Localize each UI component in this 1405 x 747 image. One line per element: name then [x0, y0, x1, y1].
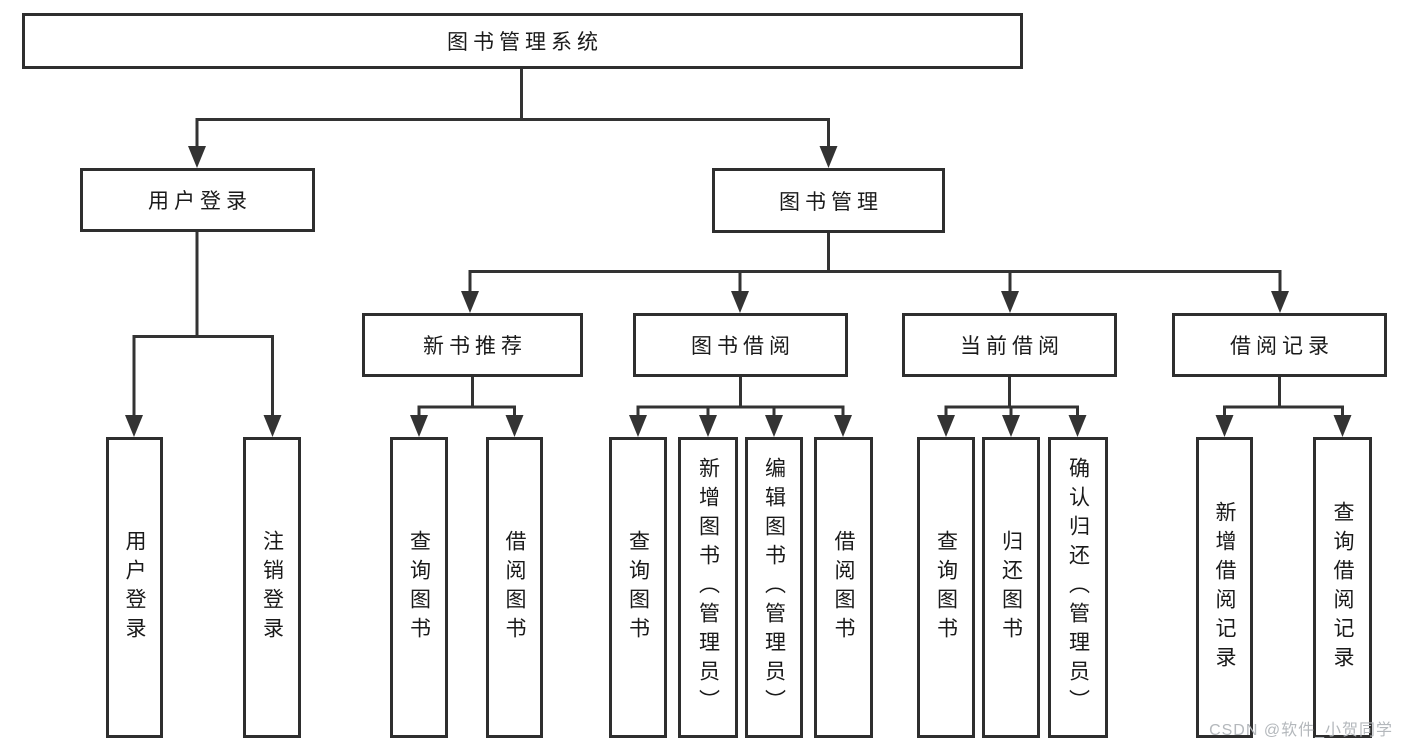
- node-current-borrow: 当前借阅: [902, 313, 1117, 377]
- node-label: 图书管理系统: [447, 31, 603, 54]
- node-borrow-records: 借阅记录: [1172, 313, 1387, 377]
- arrowhead-icon: [937, 415, 955, 437]
- node-leaf-return-books: 归还图书: [982, 437, 1040, 738]
- node-new-book-recommend: 新书推荐: [362, 313, 583, 377]
- node-label: 图书借阅: [691, 335, 795, 358]
- node-leaf-confirm-return-admin: 确认归还（管理员）: [1048, 437, 1108, 738]
- node-label: 新增图书（管理员）: [696, 457, 720, 718]
- node-leaf-logout: 注销登录: [243, 437, 301, 738]
- node-label: 用户登录: [148, 190, 252, 213]
- arrowhead-icon: [731, 291, 749, 313]
- connector-borrow-records-to-leaves: [1215, 376, 1352, 437]
- node-leaf-query-borrow-record: 查询借阅记录: [1313, 437, 1372, 738]
- node-label: 查询借阅记录: [1331, 500, 1354, 675]
- connector-root-to-level2: [188, 67, 838, 168]
- node-label: 新书推荐: [423, 335, 527, 358]
- arrowhead-icon: [1001, 291, 1019, 313]
- node-label: 用户登录: [123, 529, 146, 646]
- arrowhead-icon: [505, 415, 524, 437]
- arrowhead-icon: [834, 415, 852, 437]
- node-label: 编辑图书（管理员）: [762, 457, 786, 718]
- node-leaf-edit-books-admin: 编辑图书（管理员）: [745, 437, 803, 738]
- csdn-watermark: CSDN @软件_小贺同学: [1209, 722, 1393, 739]
- arrowhead-icon: [461, 291, 479, 313]
- node-leaf-borrow-books-2: 借阅图书: [814, 437, 873, 738]
- connector-book-mgmt-to-level3: [461, 232, 1289, 313]
- node-leaf-user-login: 用户登录: [106, 437, 163, 738]
- arrowhead-icon: [1333, 415, 1352, 437]
- arrowhead-icon: [188, 146, 206, 168]
- node-label: 确认归还（管理员）: [1066, 457, 1090, 718]
- node-leaf-add-books-admin: 新增图书（管理员）: [678, 437, 738, 738]
- node-leaf-query-books-2: 查询图书: [609, 437, 667, 738]
- node-leaf-query-books-1: 查询图书: [390, 437, 448, 738]
- node-book-borrow: 图书借阅: [633, 313, 848, 377]
- arrowhead-icon: [125, 415, 143, 437]
- arrowhead-icon: [1068, 415, 1087, 437]
- arrowhead-icon: [1002, 415, 1020, 437]
- arrowhead-icon: [699, 415, 717, 437]
- arrowhead-icon: [1215, 415, 1234, 437]
- node-leaf-query-books-3: 查询图书: [917, 437, 975, 738]
- connector-user-login-to-leaves: [125, 231, 282, 437]
- arrowhead-icon: [765, 415, 783, 437]
- node-label: 查询图书: [934, 529, 958, 646]
- node-label: 新增借阅记录: [1213, 500, 1236, 675]
- node-leaf-add-borrow-record: 新增借阅记录: [1196, 437, 1253, 738]
- arrowhead-icon: [819, 146, 838, 168]
- node-user-login: 用户登录: [80, 168, 315, 232]
- node-label: 图书管理: [779, 190, 883, 214]
- node-label: 注销登录: [260, 529, 284, 646]
- node-label: 查询图书: [626, 529, 650, 646]
- node-leaf-borrow-books-1: 借阅图书: [486, 437, 543, 738]
- arrowhead-icon: [1271, 291, 1289, 313]
- node-label: 查询图书: [407, 529, 431, 646]
- connector-new-books-to-leaves: [410, 376, 524, 437]
- node-label: 借阅图书: [503, 529, 526, 646]
- node-label: 借阅图书: [832, 529, 855, 646]
- node-book-management: 图书管理: [712, 168, 945, 233]
- node-label: 归还图书: [999, 529, 1023, 646]
- node-root-library-system: 图书管理系统: [22, 13, 1023, 69]
- node-label: 当前借阅: [960, 335, 1064, 358]
- connector-book-borrow-to-leaves: [629, 376, 852, 437]
- arrowhead-icon: [263, 415, 282, 437]
- arrowhead-icon: [629, 415, 647, 437]
- node-label: 借阅记录: [1230, 335, 1334, 358]
- arrowhead-icon: [410, 415, 428, 437]
- connector-current-borrow-to-leaves: [937, 376, 1087, 437]
